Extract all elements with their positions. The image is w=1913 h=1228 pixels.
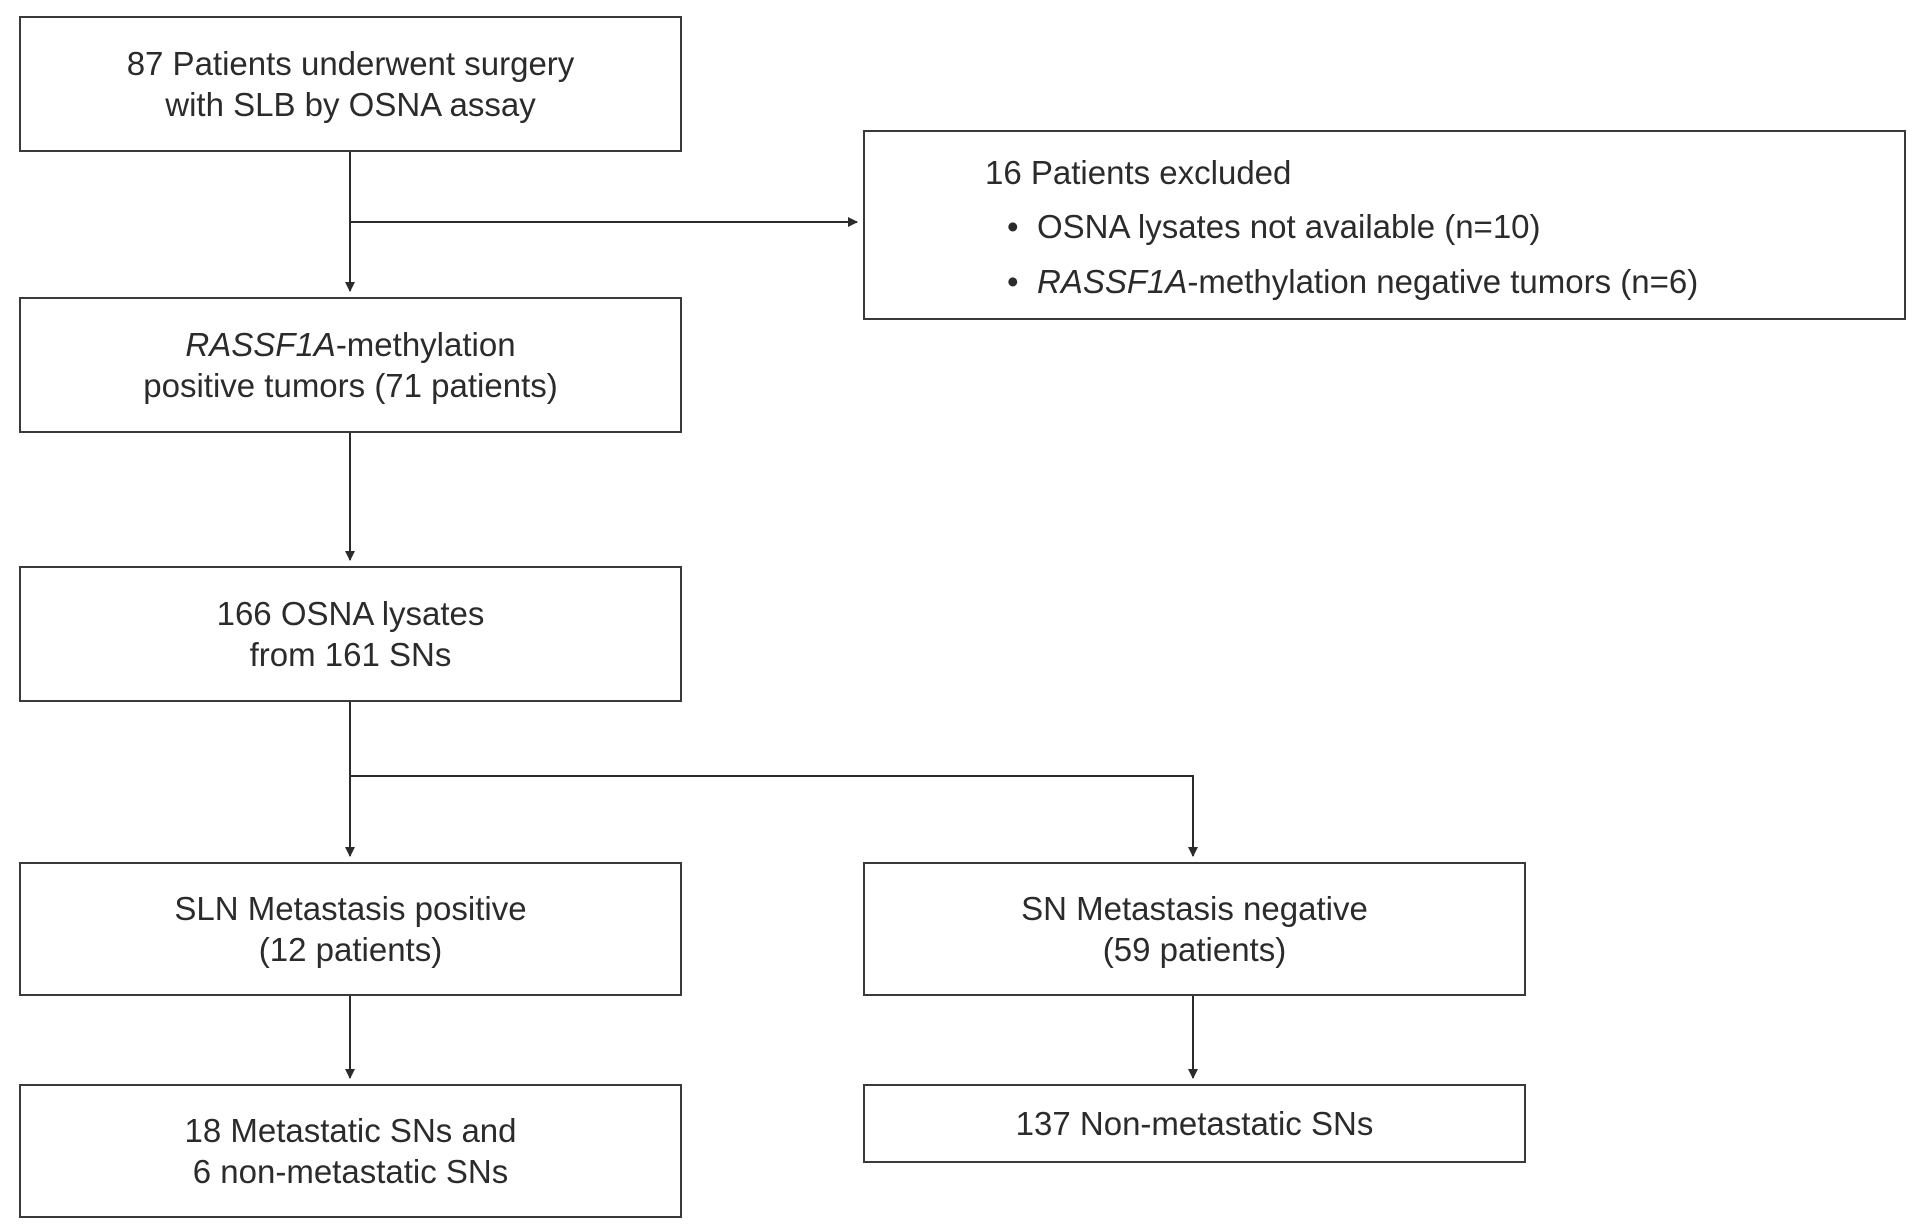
lysates-line-2: from 161 SNs (249, 636, 452, 673)
box-metastatic-sns: 18 Metastatic SNs and 6 non-metastatic S… (19, 1084, 682, 1218)
box-sn-metastasis-negative: SN Metastasis negative (59 patients) (863, 862, 1526, 996)
box-sln-metastasis-positive: SLN Metastasis positive (12 patients) (19, 862, 682, 996)
start-line-1: 87 Patients underwent surgery (126, 45, 575, 82)
excluded-item-text: -methylation negative tumors (n=6) (1187, 263, 1699, 300)
gene-name: RASSF1A (1037, 263, 1188, 300)
excluded-item-negative-tumors: • RASSF1A-methylation negative tumors (n=… (1007, 261, 1698, 316)
box-rassf1a-positive-tumors: RASSF1A-methylation positive tumors (71 … (19, 297, 682, 433)
box-osna-lysates: 166 OSNA lysates from 161 SNs (19, 566, 682, 702)
box-patients-excluded: 16 Patients excluded • OSNA lysates not a… (863, 130, 1906, 320)
arrow-lysates-to-negative (350, 775, 1198, 857)
metastatic-line-1: 18 Metastatic SNs and (184, 1112, 517, 1149)
positive-line-2: (12 patients) (258, 931, 443, 968)
bullet-icon: • (1007, 263, 1019, 300)
excluded-item-text: OSNA lysates not available (n=10) (1037, 208, 1541, 245)
rassf1a-suffix: -methylation (335, 326, 516, 363)
lysates-line-1: 166 OSNA lysates (216, 595, 485, 632)
bullet-icon: • (1007, 208, 1019, 245)
negative-line-1: SN Metastasis negative (1021, 890, 1368, 927)
excluded-list: • OSNA lysates not available (n=10) • RASS… (1007, 206, 1698, 316)
box-patients-underwent-surgery: 87 Patients underwent surgery with SLB b… (19, 16, 682, 152)
gene-name: RASSF1A (185, 326, 336, 363)
metastatic-line-2: 6 non-metastatic SNs (192, 1153, 509, 1190)
non-metastatic-line-1: 137 Non-metastatic SNs (1015, 1105, 1374, 1142)
excluded-title: 16 Patients excluded (985, 154, 1292, 191)
rassf1a-line-2: positive tumors (71 patients) (143, 367, 558, 404)
positive-line-1: SLN Metastasis positive (174, 890, 527, 927)
start-line-2: with SLB by OSNA assay (165, 86, 536, 123)
box-non-metastatic-sns: 137 Non-metastatic SNs (863, 1084, 1526, 1163)
rassf1a-line-1: RASSF1A-methylation (185, 324, 515, 365)
excluded-item-lysates: • OSNA lysates not available (n=10) (1007, 206, 1698, 261)
negative-line-2: (59 patients) (1102, 931, 1287, 968)
